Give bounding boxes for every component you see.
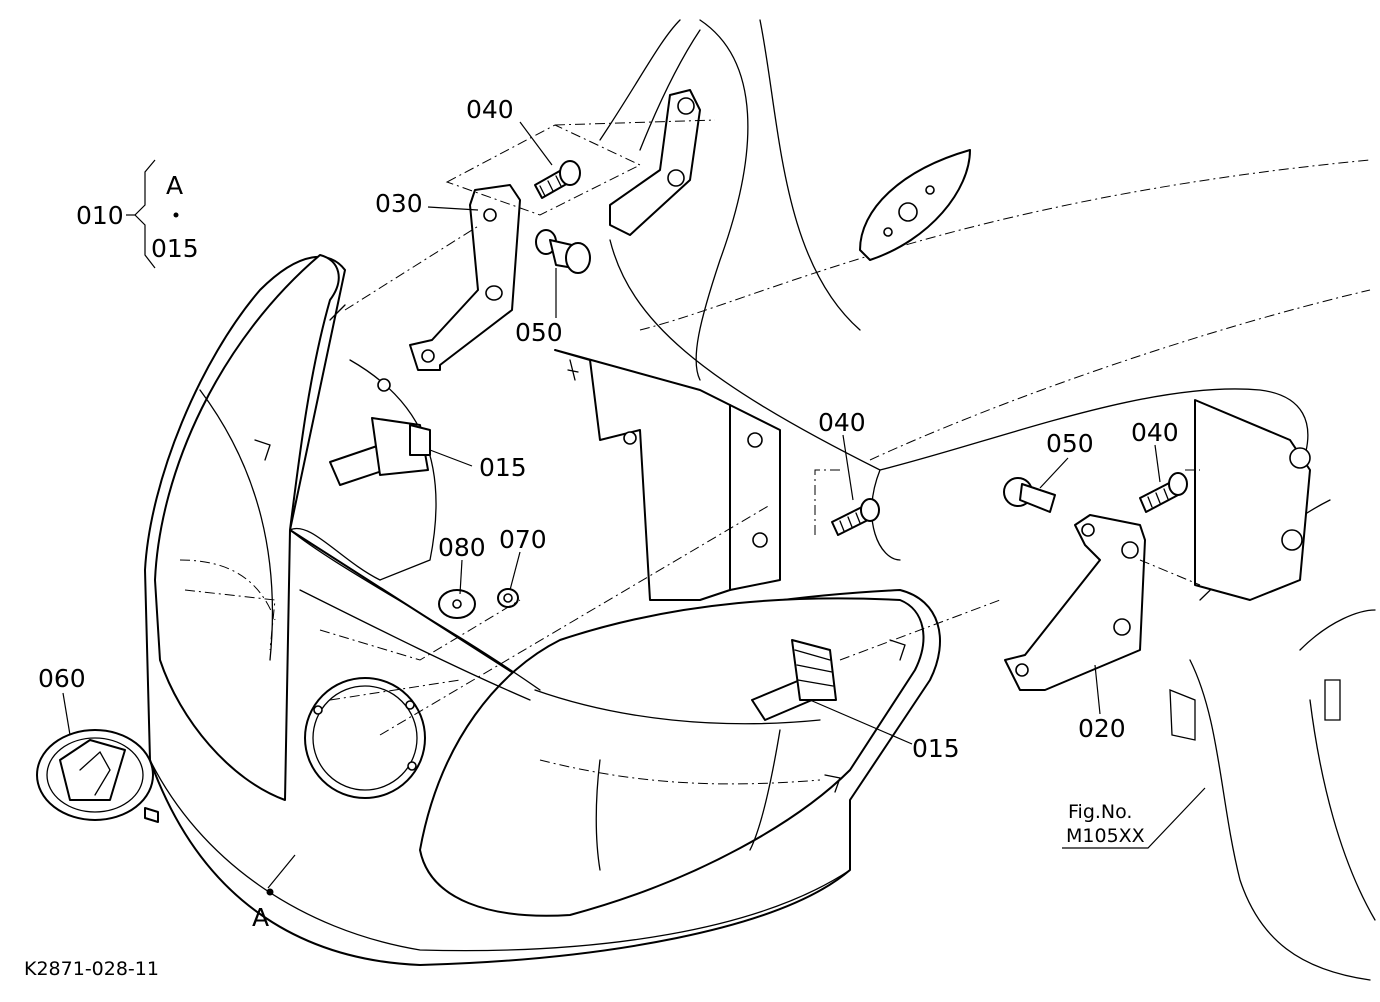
bolt-040-mid: [831, 498, 880, 536]
washer-080: [438, 589, 476, 619]
bulb-socket-right: [751, 639, 837, 721]
label-060: 060: [38, 664, 86, 693]
fig-number: M105XX: [1066, 825, 1145, 847]
drawing-code: K2871-028-11: [24, 958, 159, 980]
label-070: 070: [499, 525, 547, 554]
label-040-mid: 040: [818, 408, 866, 437]
label-050-left: 050: [515, 318, 563, 347]
label-080: 080: [438, 533, 486, 562]
label-030: 030: [375, 189, 423, 218]
label-015-right: 015: [912, 734, 960, 763]
bulb-socket-left: [329, 378, 431, 486]
label-050-right: 050: [1046, 429, 1094, 458]
label-a-top: A: [166, 171, 183, 200]
label-015-left: 015: [479, 453, 527, 482]
label-040-top: 040: [466, 95, 514, 124]
flange-bolt-050-right: [1003, 477, 1056, 513]
nut-070: [497, 588, 519, 608]
bolt-040-top: [534, 160, 581, 199]
label-020: 020: [1078, 714, 1126, 743]
ref-point-a: [266, 888, 274, 896]
bracket-020: [1004, 514, 1146, 691]
flange-bolt-050-left: [535, 229, 591, 274]
label-010: 010: [76, 201, 124, 230]
label-040-right: 040: [1131, 418, 1179, 447]
bracket-030: [409, 184, 521, 371]
emblem-060: [36, 729, 159, 823]
label-a-bottom: A: [252, 903, 269, 932]
front-grille-housing: [144, 254, 941, 966]
label-015-group: 015: [151, 234, 199, 263]
assembly-lines: [184, 119, 1201, 736]
bolt-040-right: [1139, 472, 1188, 513]
group-bracket-010: [126, 159, 179, 269]
center-support-bracket: [554, 349, 781, 601]
upper-hood-bracket: [609, 89, 701, 236]
hood-badge-plate: [859, 149, 971, 261]
leader-lines: [62, 121, 1206, 889]
right-side-panel: [1169, 399, 1341, 741]
fig-no-label: Fig.No.: [1068, 801, 1132, 823]
